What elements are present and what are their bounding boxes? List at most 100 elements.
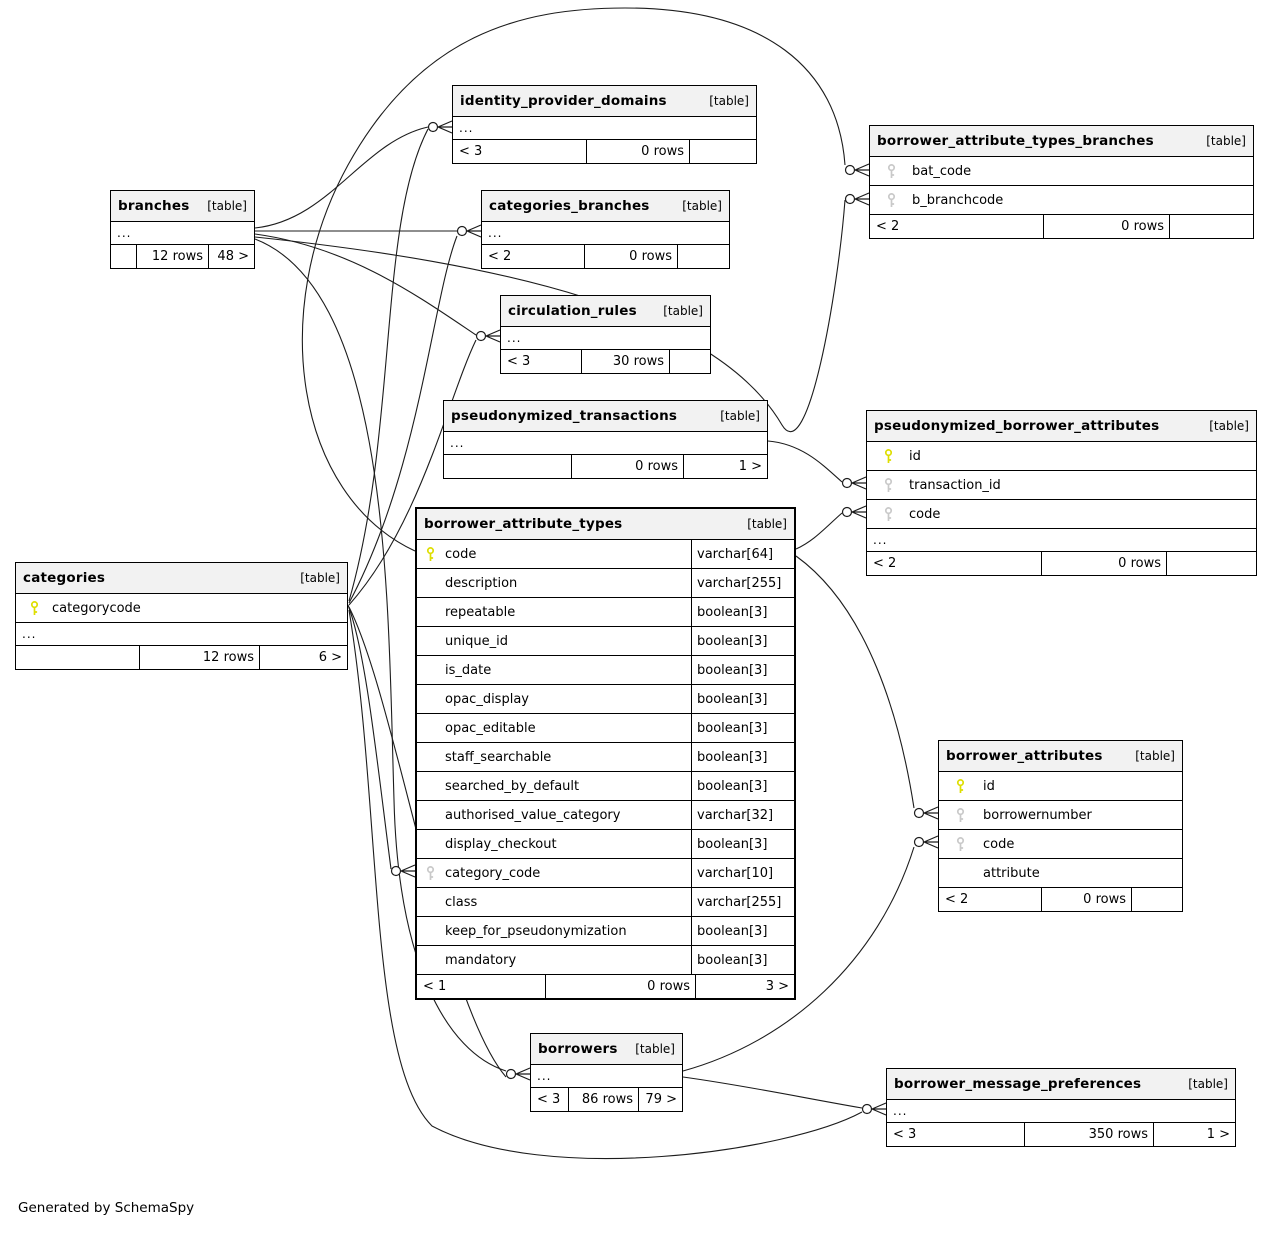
column-name: opac_editable: [445, 720, 536, 736]
foreign-key-icon: [425, 866, 436, 885]
crowfoot-marker: [456, 224, 482, 238]
fk-relationship-edge: [795, 512, 843, 550]
parents-count: [677, 245, 729, 268]
rows-count: 0 rows: [586, 140, 689, 163]
rows-count: 0 rows: [571, 455, 683, 478]
column-type: boolean[3]: [691, 743, 794, 771]
table-badge: [table]: [1206, 134, 1246, 148]
parents-count: 79 >: [638, 1088, 682, 1111]
column-row-repeatable: repeatable boolean[3]: [417, 597, 794, 626]
rows-count: 0 rows: [584, 245, 677, 268]
table-pseudonymized_transactions[interactable]: pseudonymized_transactions[table]...0 ro…: [443, 400, 768, 479]
parents-count: [689, 140, 756, 163]
fk-relationship-edge: [254, 233, 477, 336]
table-pseudonymized_borrower_attributes[interactable]: pseudonymized_borrower_attributes[table]…: [866, 410, 1257, 576]
column-row-transaction_id: transaction_id: [867, 470, 1256, 499]
column-type: boolean[3]: [691, 946, 794, 974]
column-type: boolean[3]: [691, 772, 794, 800]
table-borrower_attributes[interactable]: borrower_attributes[table]id borrowernumb…: [938, 740, 1183, 912]
table-title: pseudonymized_borrower_attributes: [874, 418, 1160, 434]
table-title: borrower_attribute_types: [424, 516, 623, 532]
column-name: repeatable: [445, 604, 516, 620]
column-name: display_checkout: [445, 836, 557, 852]
rows-count: 86 rows: [568, 1088, 638, 1111]
primary-key-icon: [425, 547, 436, 566]
table-title: pseudonymized_transactions: [451, 408, 678, 424]
table-borrower_message_preferences[interactable]: borrower_message_preferences[table]...< …: [886, 1068, 1236, 1147]
column-name: unique_id: [445, 633, 508, 649]
table-header: categories[table]: [16, 563, 347, 593]
column-row-id: id: [939, 771, 1182, 800]
table-title: borrowers: [538, 1041, 618, 1057]
parents-count: 6 >: [259, 646, 347, 669]
columns-ellipsis-row: ...: [887, 1099, 1235, 1122]
column-name: class: [445, 894, 478, 910]
crowfoot-marker: [505, 1067, 531, 1081]
table-identity_provider_domains[interactable]: identity_provider_domains[table]... < 3 0 …: [452, 85, 757, 164]
children-count: < 2: [945, 892, 969, 907]
column-type: varchar[32]: [691, 801, 794, 829]
table-header: identity_provider_domains[table]: [453, 86, 756, 116]
fk-relationship-edge: [347, 604, 392, 870]
column-row-bat_code: bat_code: [870, 156, 1253, 185]
columns-ellipsis-row: ...: [867, 528, 1256, 551]
column-row-display_checkout: display_checkout boolean[3]: [417, 829, 794, 858]
children-count: [16, 646, 139, 669]
column-name: borrowernumber: [983, 807, 1092, 823]
table-footer: < 3 0 rows: [453, 139, 756, 163]
table-title: branches: [118, 198, 190, 214]
key-icon: [884, 507, 893, 521]
table-header: borrowers[table]: [531, 1034, 682, 1064]
table-borrower_attribute_types_branches[interactable]: borrower_attribute_types_branches[table]…: [869, 125, 1254, 239]
table-header: pseudonymized_borrower_attributes[table]: [867, 411, 1256, 441]
columns-ellipsis-row: ...: [453, 116, 756, 139]
column-row-class: class varchar[255]: [417, 887, 794, 916]
column-type: boolean[3]: [691, 685, 794, 713]
column-row-id: id: [867, 441, 1256, 470]
children-count: < 2: [876, 219, 900, 234]
children-count: < 1: [423, 979, 447, 994]
column-name: description: [445, 575, 518, 591]
children-count: < 3: [459, 144, 483, 159]
table-header: borrower_attribute_types_branches[table]: [870, 126, 1253, 156]
foreign-key-icon: [886, 164, 897, 183]
table-header: borrower_attributes[table]: [939, 741, 1182, 771]
column-name: categorycode: [52, 600, 141, 616]
primary-key-icon: [883, 449, 894, 468]
children-count: < 2: [488, 249, 512, 264]
table-footer: < 2 0 rows: [482, 244, 729, 268]
rows-count: 0 rows: [1043, 215, 1169, 238]
parents-count: 48 >: [208, 245, 254, 268]
column-row-mandatory: mandatory boolean[3]: [417, 945, 794, 974]
table-header: circulation_rules[table]: [501, 296, 710, 326]
column-type: varchar[255]: [691, 888, 794, 916]
column-type: boolean[3]: [691, 598, 794, 626]
fk-relationship-edge: [795, 555, 915, 809]
column-name: mandatory: [445, 952, 517, 968]
key-icon: [956, 808, 965, 822]
column-name: bat_code: [912, 163, 972, 179]
generator-note: Generated by SchemaSpy: [18, 1200, 195, 1216]
column-type: boolean[3]: [691, 830, 794, 858]
parents-count: [1131, 888, 1182, 911]
children-count: < 3: [893, 1127, 917, 1142]
rows-count: 30 rows: [581, 350, 669, 373]
column-row-code: code: [867, 499, 1256, 528]
key-icon: [426, 866, 435, 880]
table-title: categories_branches: [489, 198, 650, 214]
